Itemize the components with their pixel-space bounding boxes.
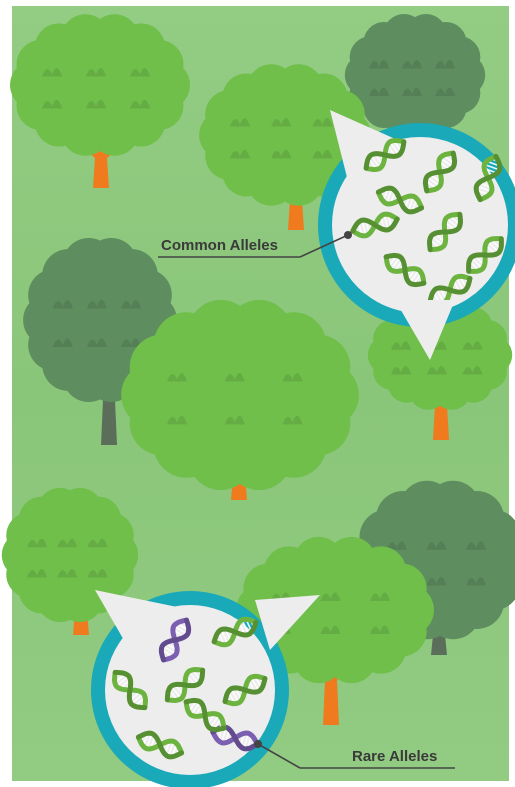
- rare-alleles-bubble: [91, 590, 289, 787]
- common-leader-dot: [344, 231, 352, 239]
- rare-alleles-label: Rare Alleles: [352, 748, 437, 765]
- tree-canopy-puff: [135, 40, 184, 89]
- common-alleles-label: Common Alleles: [161, 237, 278, 254]
- tree-group: [2, 14, 515, 725]
- tree-canopy-puff: [120, 269, 172, 321]
- tree-canopy-puff: [469, 320, 507, 358]
- rare-leader-dot: [254, 740, 262, 748]
- tree-canopy-puff: [88, 512, 134, 558]
- tree-canopy-puff: [285, 334, 351, 400]
- tree-canopy-puff: [376, 563, 426, 613]
- tree-canopy-puff: [438, 36, 480, 78]
